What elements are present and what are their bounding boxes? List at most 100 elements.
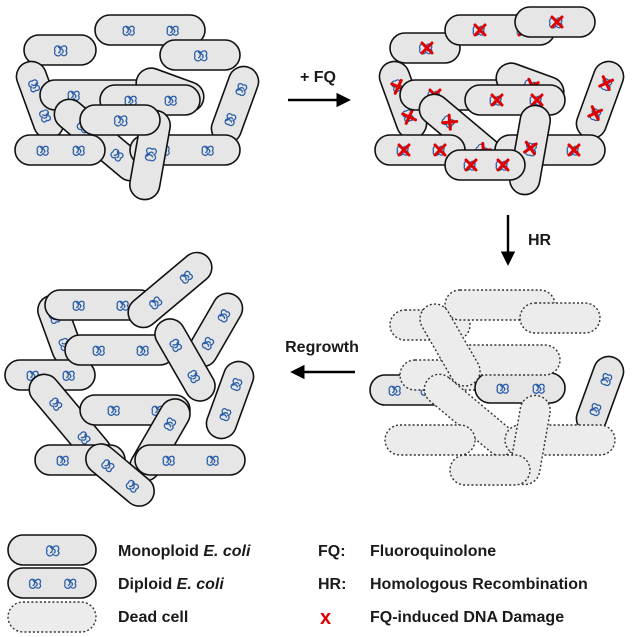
dna-icon — [116, 300, 129, 311]
abbreviation-hr: HR: Homologous Recombination — [318, 576, 588, 593]
dna-icon — [149, 296, 163, 310]
dna-damage-icon — [530, 93, 544, 107]
dna-damage-icon — [598, 75, 615, 91]
dna-icon — [110, 148, 124, 162]
dead-cell — [519, 302, 601, 334]
monoploid-cell — [79, 104, 161, 136]
dna-icon — [179, 270, 193, 284]
abbr-fq-meaning: Fluoroquinolone — [370, 543, 496, 560]
dna-damage-icon — [587, 105, 604, 122]
dna-damage-icon — [401, 109, 418, 125]
dna-damage-icon — [397, 143, 411, 157]
dna-icon — [107, 405, 120, 416]
diploid-cell — [575, 60, 625, 140]
dna-icon — [92, 345, 105, 356]
dna-icon — [77, 431, 91, 445]
dna-damage-icon — [490, 93, 504, 107]
legend-label-monoploid: Monoploid E. coli — [118, 543, 251, 560]
dna-icon — [206, 455, 219, 466]
dna-damage-icon — [523, 140, 538, 156]
dna-icon — [201, 145, 214, 156]
hr-label: HR — [528, 232, 552, 249]
dna-damage-icon — [473, 23, 487, 37]
dna-damage-icon — [464, 158, 478, 172]
dna-icon — [28, 578, 42, 589]
diploid-cell — [14, 134, 106, 166]
diploid-cell — [94, 14, 206, 46]
dna-damage-icon — [420, 41, 434, 55]
post-hr-population — [369, 289, 625, 486]
abbreviation-damage: x FQ-induced DNA Damage — [320, 607, 564, 629]
dna-icon — [589, 403, 602, 417]
dna-damage-icon — [496, 158, 510, 172]
dna-icon — [201, 336, 215, 351]
diploid-cell — [444, 149, 526, 181]
dna-icon — [388, 385, 401, 396]
dna-damage-icon — [441, 113, 459, 131]
dna-damage-icon — [550, 15, 564, 29]
legend-item-diploid: Diploid E. coli — [7, 567, 224, 599]
abbreviation-fq: FQ: Fluoroquinolone — [318, 543, 496, 560]
monoploid-cell — [159, 39, 241, 71]
diploid-cell — [154, 318, 216, 402]
monoploid-cell — [389, 32, 461, 64]
dna-icon — [53, 45, 68, 57]
dna-icon — [532, 383, 545, 394]
dna-damage-icon — [433, 143, 447, 157]
dna-icon — [72, 145, 85, 156]
dead-cell — [384, 424, 476, 456]
dna-damage-icon — [567, 143, 581, 157]
dna-icon — [144, 147, 157, 162]
hr-arrow: HR — [500, 215, 552, 266]
diploid-cell — [7, 567, 97, 599]
fq-treated-population — [374, 6, 625, 196]
dna-icon — [496, 383, 509, 394]
monoploid-cell — [514, 6, 596, 38]
damage-x-icon: x — [320, 607, 331, 629]
dead-cell-icon — [7, 601, 97, 633]
monoploid-cell — [23, 34, 97, 66]
dna-icon — [49, 397, 63, 411]
regrowth-label: Regrowth — [285, 339, 359, 356]
legend-item-monoploid: Monoploid E. coli — [7, 534, 251, 566]
dead-cell — [7, 601, 97, 633]
dna-icon — [164, 95, 177, 106]
diploid-cell — [205, 360, 255, 440]
dna-icon — [136, 345, 149, 356]
dead-cell — [419, 303, 481, 387]
dna-icon — [125, 479, 140, 493]
dna-icon — [235, 82, 248, 97]
dna-icon — [163, 417, 177, 431]
dna-icon — [217, 309, 231, 323]
dna-icon — [62, 370, 75, 381]
legend-label-dead: Dead cell — [118, 609, 188, 626]
dna-icon — [72, 300, 85, 311]
dna-icon — [39, 109, 52, 123]
dna-icon — [230, 377, 243, 392]
dna-icon — [219, 408, 232, 422]
dna-icon — [187, 369, 201, 384]
legend-item-dead: Dead cell — [7, 601, 188, 633]
fq-label: + FQ — [300, 69, 336, 86]
dna-icon — [122, 25, 135, 36]
dna-icon — [101, 459, 115, 473]
dna-icon — [28, 79, 41, 93]
dna-icon — [64, 578, 77, 589]
dna-icon — [56, 455, 69, 466]
abbr-hr: HR: — [318, 576, 346, 593]
fq-arrow: + FQ — [288, 69, 351, 108]
legend-label-diploid: Diploid E. coli — [118, 576, 224, 593]
regrowth-arrow: Regrowth — [285, 339, 359, 380]
diploid-cell-icon — [7, 567, 97, 599]
dna-icon — [162, 455, 175, 466]
dead-cell — [423, 373, 517, 457]
dna-icon — [45, 545, 60, 557]
dead-cell — [449, 454, 531, 486]
abbr-fq: FQ: — [318, 543, 346, 560]
dna-icon — [600, 372, 613, 387]
diploid-cell — [474, 372, 566, 404]
diploid-cell — [134, 444, 246, 476]
dna-icon — [113, 115, 128, 127]
diploid-cell — [127, 251, 213, 329]
initial-population — [14, 14, 260, 201]
